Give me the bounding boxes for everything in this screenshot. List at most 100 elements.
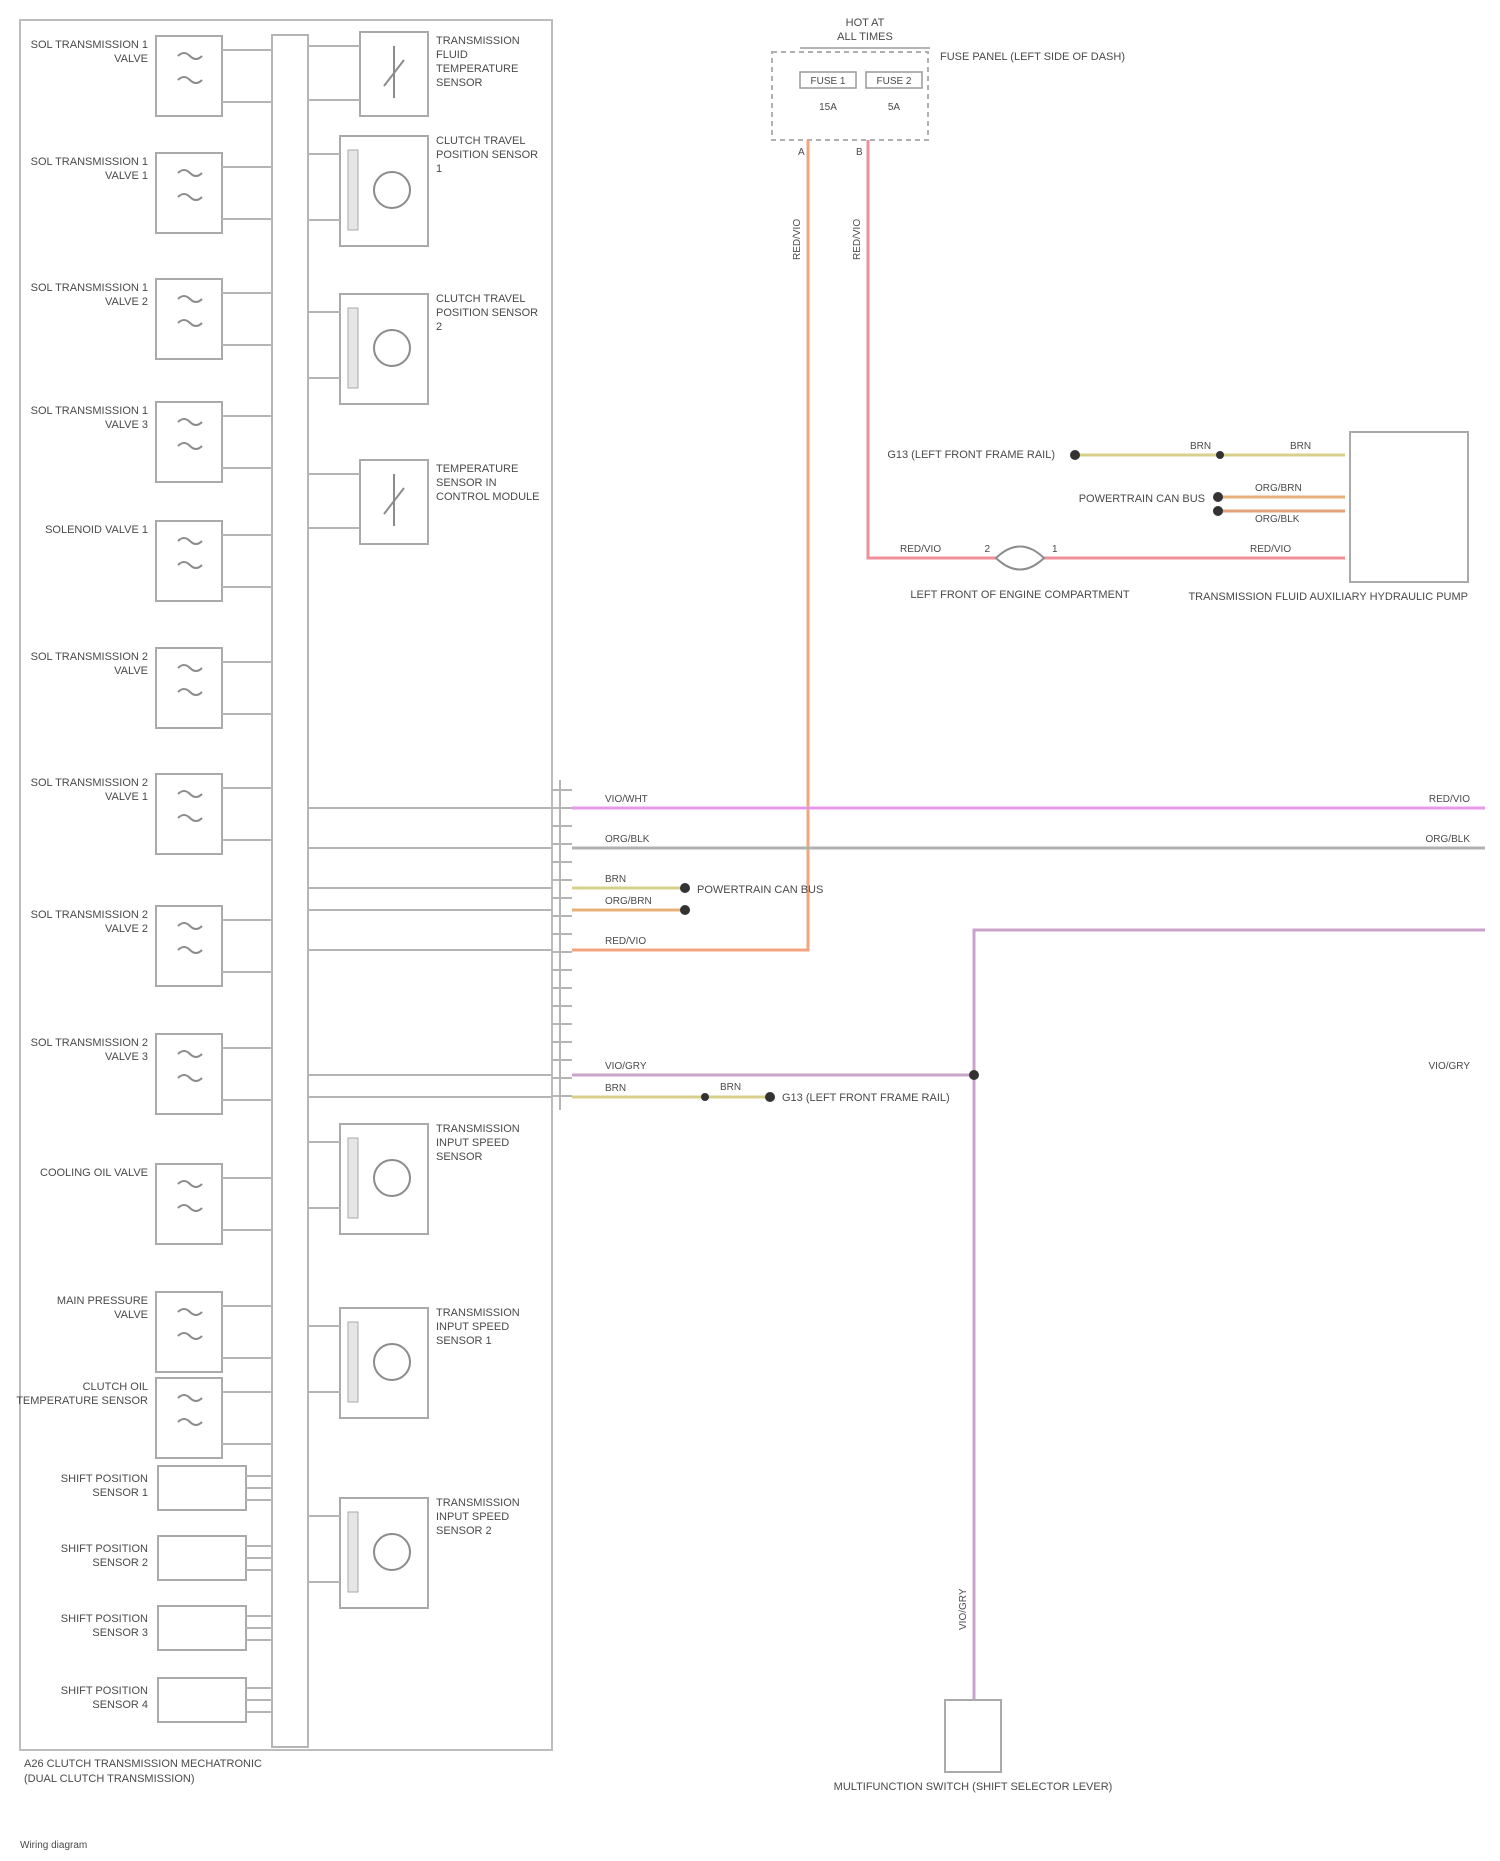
valve-box <box>156 1292 222 1372</box>
fuse-b-wire-color: RED/VIO <box>852 219 863 260</box>
right-component-name-line: 2 <box>436 321 442 333</box>
pump-ground-label: G13 (LEFT FRONT FRAME RAIL) <box>887 449 1055 461</box>
left-component-name-line: SOL TRANSMISSION 2 <box>31 1037 148 1049</box>
harness-wire-color: VIO/WHT <box>605 794 648 805</box>
left-component-name-line: VALVE <box>114 53 148 65</box>
left-component-name-line: VALVE 2 <box>105 296 148 308</box>
vio-gry-splice <box>969 1070 979 1080</box>
left-component-name: CLUTCH OILTEMPERATURE SENSOR <box>16 1381 148 1407</box>
sensor-box <box>158 1678 246 1722</box>
ground-point <box>1070 450 1080 460</box>
left-component-name-line: SHIFT POSITION <box>61 1473 148 1485</box>
left-component-name: MAIN PRESSUREVALVE <box>57 1295 148 1321</box>
valve-box <box>156 774 222 854</box>
can-junction-2 <box>680 905 690 915</box>
right-component-3: TEMPERATURESENSOR INCONTROL MODULE <box>308 460 540 544</box>
fuse-pin-b: B <box>856 147 863 158</box>
pump-can-label: POWERTRAIN CAN BUS <box>1079 493 1205 505</box>
fuse-1-label: FUSE 1 <box>810 76 845 87</box>
switch-box <box>945 1700 1001 1772</box>
can-point-1 <box>1213 492 1223 502</box>
left-component-name-line: SHIFT POSITION <box>61 1685 148 1697</box>
right-component-name-line: SENSOR 2 <box>436 1525 492 1537</box>
harness-wire-color: BRN <box>605 874 626 885</box>
left-component-name-line: COOLING OIL VALVE <box>40 1167 148 1179</box>
multifunction-switch: MULTIFUNCTION SWITCH (SHIFT SELECTOR LEV… <box>834 1700 1113 1793</box>
right-component-name-line: TRANSMISSION <box>436 1497 520 1509</box>
left-component-name: SHIFT POSITIONSENSOR 2 <box>61 1543 148 1569</box>
right-component-name-line: SENSOR IN <box>436 477 497 489</box>
left-component-10: MAIN PRESSUREVALVE <box>57 1292 272 1372</box>
right-component-6: TRANSMISSION INPUT SPEED SENSOR 2 <box>308 1497 520 1608</box>
fuse-pin-a: A <box>798 147 805 158</box>
right-component-name-line: SENSOR <box>436 1151 483 1163</box>
ground-splice <box>1216 451 1224 459</box>
sensor-face <box>348 150 358 230</box>
right-component-name-line: INPUT SPEED <box>436 1511 509 1523</box>
harness-wire-color: VIO/GRY <box>605 1061 647 1072</box>
connector-pin-out: 1 <box>1052 544 1058 555</box>
left-component-name-line: VALVE <box>114 665 148 677</box>
pump-name: TRANSMISSION FLUID AUXILIARY HYDRAULIC P… <box>1188 591 1468 603</box>
switch-name: MULTIFUNCTION SWITCH (SHIFT SELECTOR LEV… <box>834 1781 1113 1793</box>
left-component-name-line: VALVE 1 <box>105 170 148 182</box>
can-junction-label: POWERTRAIN CAN BUS <box>697 884 823 896</box>
valve-box <box>156 279 222 359</box>
harness-wire-color: ORG/BLK <box>605 834 650 845</box>
module-name-2: (DUAL CLUTCH TRANSMISSION) <box>24 1773 195 1785</box>
fuse-a-wire-color: RED/VIO <box>792 219 803 260</box>
left-component-name: SOL TRANSMISSION 1VALVE 3 <box>31 405 148 431</box>
valve-box <box>156 648 222 728</box>
harness-dest-color: VIO/GRY <box>1429 1061 1471 1072</box>
harness-wire-color: ORG/BRN <box>605 896 652 907</box>
fuse-2-label: FUSE 2 <box>876 76 911 87</box>
right-component-name-line: CLUTCH TRAVEL <box>436 293 525 305</box>
sensor-box <box>158 1536 246 1580</box>
ground2-label: G13 (LEFT FRONT FRAME RAIL) <box>782 1092 950 1104</box>
left-component-name: SHIFT POSITIONSENSOR 4 <box>61 1685 148 1711</box>
valve-box <box>156 153 222 233</box>
left-components: SOL TRANSMISSION 1VALVESOL TRANSMISSION … <box>16 36 272 1722</box>
ground-wire-color-2: BRN <box>1290 441 1311 452</box>
left-component-name-line: VALVE 3 <box>105 1051 148 1063</box>
left-component-name: COOLING OIL VALVE <box>40 1167 148 1179</box>
left-component-name-line: SHIFT POSITION <box>61 1543 148 1555</box>
fuse-header-2: ALL TIMES <box>837 31 893 43</box>
valve-box <box>156 1034 222 1114</box>
power-wire-color-2: RED/VIO <box>1250 544 1291 555</box>
right-component-name-line: 1 <box>436 163 442 175</box>
ground2-splice <box>701 1093 709 1101</box>
aux-hydraulic-pump: TRANSMISSION FLUID AUXILIARY HYDRAULIC P… <box>887 432 1468 603</box>
left-component-9: COOLING OIL VALVE <box>40 1164 272 1244</box>
left-component-name-line: SHIFT POSITION <box>61 1613 148 1625</box>
right-component-name: TRANSMISSION INPUT SPEED SENSOR 2 <box>436 1497 520 1537</box>
left-component-name-line: CLUTCH OIL <box>83 1381 148 1393</box>
sensor-face <box>348 308 358 388</box>
power-connector-symbol <box>996 547 1044 570</box>
fuse-2-amps: 5A <box>888 102 901 113</box>
ground2-point <box>765 1092 775 1102</box>
left-component-2: SOL TRANSMISSION 1VALVE 2 <box>31 279 272 359</box>
sensor-face <box>348 1512 358 1592</box>
valve-box <box>156 906 222 986</box>
ground2-wire-color: BRN <box>720 1082 741 1093</box>
connector-pin-in: 2 <box>984 544 990 555</box>
left-component-name: SOL TRANSMISSION 2 VALVE 3 <box>31 1037 148 1063</box>
fuse-panel-box <box>772 52 928 140</box>
fuse-panel: HOT AT ALL TIMES FUSE 1 FUSE 2 15A 5A A … <box>772 17 1125 158</box>
